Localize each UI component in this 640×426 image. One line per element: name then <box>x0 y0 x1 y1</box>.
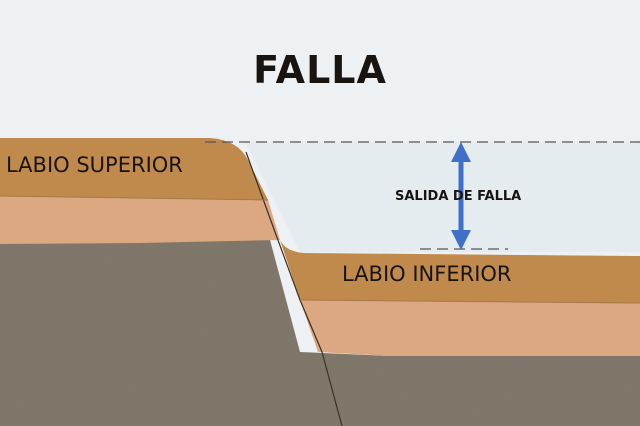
lower-top-layer <box>280 240 640 303</box>
lower-middle-layer <box>300 300 640 356</box>
upper-top-layer <box>0 138 268 200</box>
lower-boundary <box>299 299 640 304</box>
upper-block-label: LABIO SUPERIOR <box>6 153 183 177</box>
bedrock-texture <box>0 240 640 426</box>
upper-boundary <box>0 195 269 201</box>
diagram-title: FALLA <box>253 48 387 92</box>
throw-label: SALIDA DE FALLA <box>395 189 522 204</box>
lower-block-label: LABIO INFERIOR <box>342 262 512 286</box>
upper-middle-layer <box>0 196 280 244</box>
displacement-zone <box>245 142 640 252</box>
